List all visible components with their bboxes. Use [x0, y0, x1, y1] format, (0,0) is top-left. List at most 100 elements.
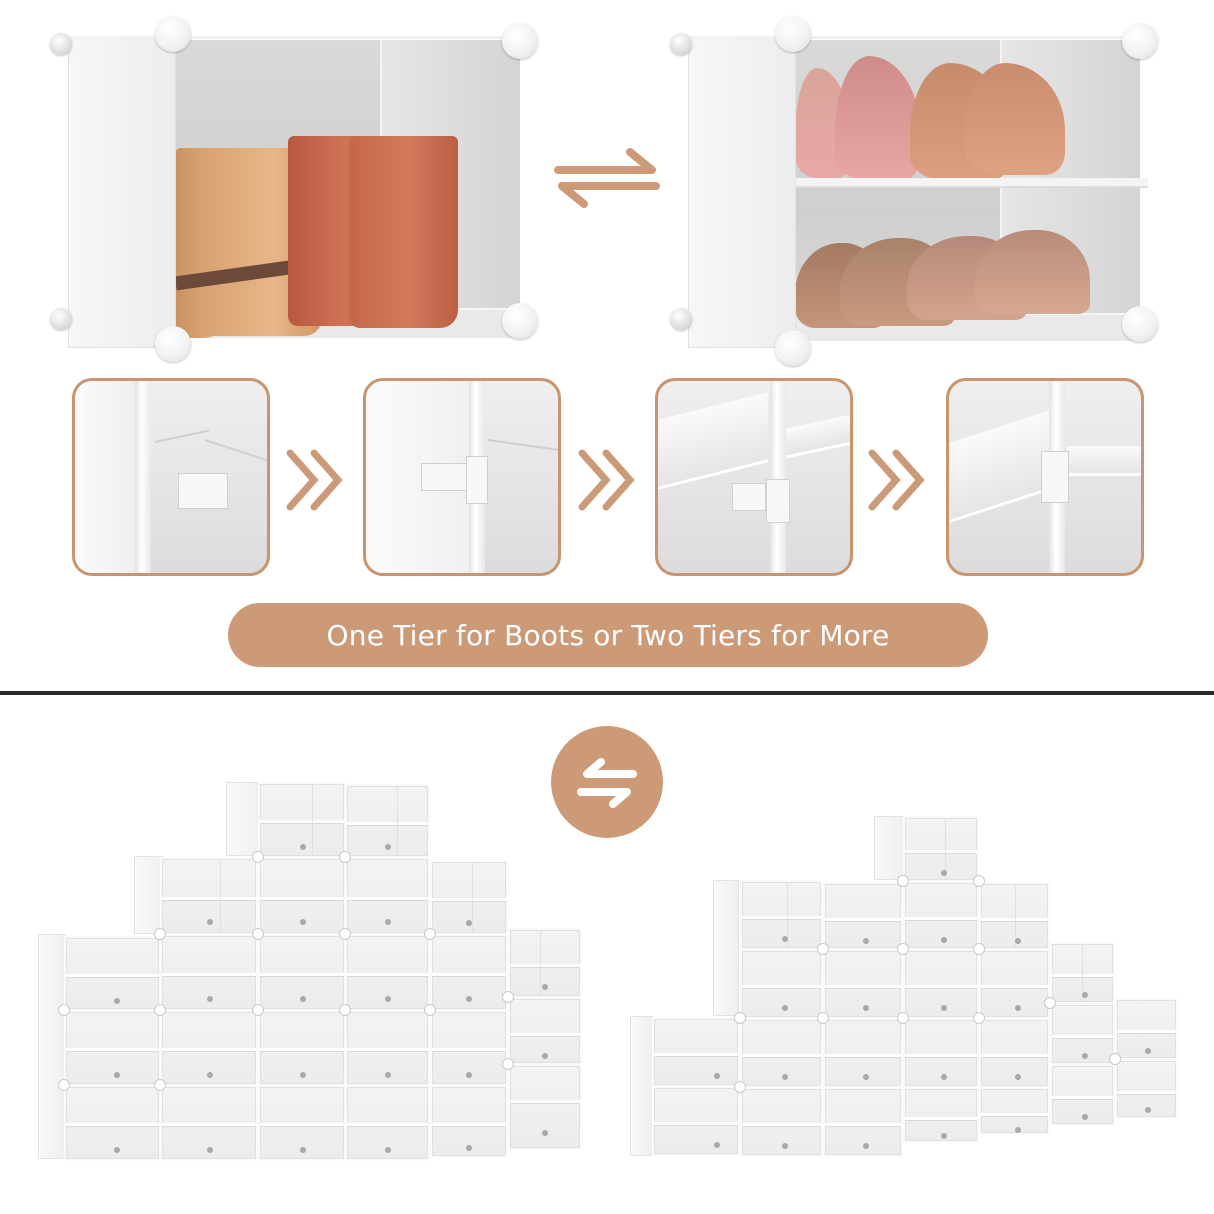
middle-shelf [788, 178, 1148, 188]
connector-joint [424, 928, 436, 940]
storage-cube [430, 1085, 508, 1158]
connector-joint [339, 1004, 351, 1016]
storage-cube [160, 934, 258, 1011]
storage-cube [160, 1085, 258, 1161]
storage-cube [1115, 998, 1178, 1060]
banner-text: One Tier for Boots or Two Tiers for More [326, 618, 890, 652]
connector-joint [424, 1004, 436, 1016]
connector-joint [897, 943, 909, 955]
connector-joint [50, 33, 72, 55]
storage-cube [979, 882, 1050, 950]
double-chevron-right-icon [868, 449, 925, 511]
connector-joint [155, 16, 191, 52]
step-hook-clip [732, 483, 766, 511]
rust-boot [350, 136, 458, 328]
storage-cube [345, 934, 430, 1011]
connector-joint [58, 1079, 70, 1091]
swap-circle-icon [551, 726, 663, 838]
rack-left-panel [688, 38, 796, 348]
connector-joint [897, 875, 909, 887]
storage-cube [1115, 1059, 1178, 1119]
storage-cube [979, 1018, 1050, 1088]
connector-joint [50, 308, 72, 330]
connector-joint [154, 1079, 166, 1091]
storage-cube [652, 1086, 740, 1156]
step-pole [135, 381, 151, 573]
double-chevron-right-icon [578, 449, 635, 511]
storage-cube [740, 949, 823, 1019]
swap-arrows-icon [554, 148, 660, 208]
connector-joint [155, 326, 191, 362]
step-pole-collar [1041, 451, 1069, 503]
storage-cube [823, 1018, 903, 1088]
connector-joint [58, 1004, 70, 1016]
connector-joint [1122, 306, 1158, 342]
connector-joint [502, 303, 538, 339]
connector-joint [252, 1004, 264, 1016]
storage-cube [979, 1087, 1050, 1135]
connector-joint [670, 33, 692, 55]
storage-cube [903, 816, 979, 882]
step-panel-1 [72, 378, 270, 576]
storage-cube [740, 1087, 823, 1157]
section-divider [0, 691, 1214, 695]
step-hook-clip [178, 473, 228, 509]
step-panel-3 [655, 378, 853, 576]
connector-joint [252, 928, 264, 940]
storage-cube [258, 782, 346, 858]
storage-cube [652, 1017, 740, 1087]
storage-cube [508, 928, 582, 998]
connector-joint [973, 943, 985, 955]
connector-joint [973, 875, 985, 887]
step-pole-collar [466, 456, 488, 504]
rack-top-frame [68, 36, 520, 39]
storage-cube [903, 1087, 979, 1143]
storage-cube [740, 1018, 823, 1088]
large-cube-stack [0, 0, 600, 1214]
one-tier-rack [50, 16, 540, 362]
rack-left-panel [68, 38, 176, 348]
storage-cube [430, 1010, 508, 1086]
storage-cube [1050, 1003, 1115, 1065]
brown-loafer [975, 230, 1090, 314]
connector-joint [339, 928, 351, 940]
storage-cube [903, 881, 979, 950]
storage-cube [740, 880, 823, 950]
stack-side-panel [630, 1016, 654, 1156]
connector-joint [252, 851, 264, 863]
connector-joint [817, 1012, 829, 1024]
step-panel-2 [363, 378, 561, 576]
connector-joint [339, 851, 351, 863]
step-pole [770, 381, 786, 573]
connector-joint [734, 1081, 746, 1093]
storage-cube [1050, 942, 1115, 1004]
storage-cube [823, 949, 903, 1019]
connector-joint [973, 1012, 985, 1024]
step-pole-collar [766, 479, 790, 523]
storage-cube [430, 860, 508, 935]
two-tier-rack [670, 16, 1170, 366]
connector-joint [154, 1004, 166, 1016]
stack-side-panel [713, 880, 739, 1016]
connector-joint [502, 23, 538, 59]
storage-cube [345, 1010, 430, 1086]
connector-joint [817, 943, 829, 955]
step-hook-clip [421, 463, 469, 491]
storage-cube [258, 1085, 346, 1161]
step-panel-4 [946, 378, 1144, 576]
connector-joint [502, 991, 514, 1003]
stack-side-panel [134, 856, 164, 934]
connector-joint [502, 1058, 514, 1070]
connector-joint [734, 1012, 746, 1024]
connector-joint [670, 308, 692, 330]
connector-joint [897, 1012, 909, 1024]
storage-cube [823, 882, 903, 950]
step-wall [75, 381, 137, 573]
stack-side-panel [874, 816, 904, 880]
storage-cube [903, 1018, 979, 1088]
connector-joint [154, 928, 166, 940]
storage-cube [345, 784, 430, 858]
connector-joint [1122, 23, 1158, 59]
stack-side-panel [38, 934, 66, 1159]
connector-joint [775, 330, 811, 366]
